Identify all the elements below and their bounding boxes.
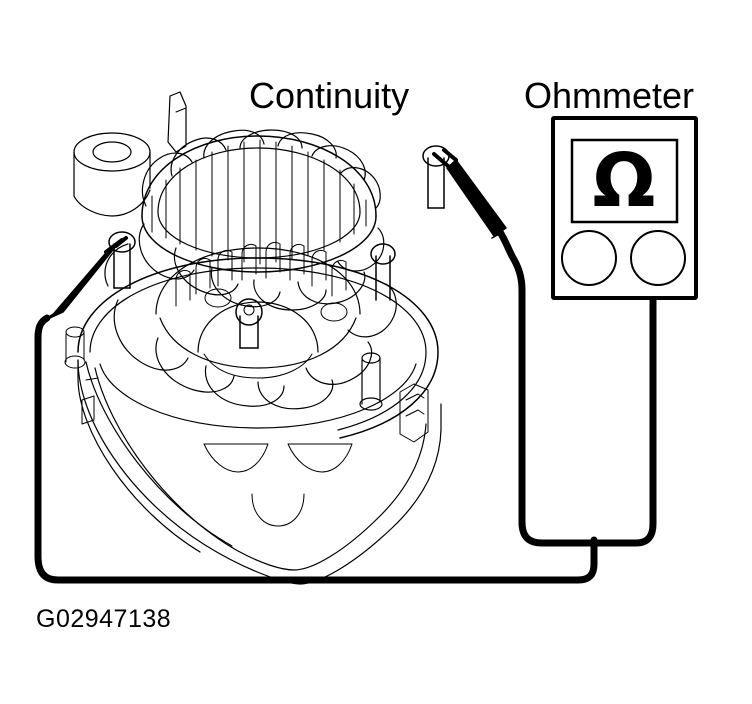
rotor-detail-left: [204, 288, 232, 308]
ohmmeter-label: Ohmmeter: [524, 75, 694, 116]
stator-lead-terminal-left: [108, 231, 136, 289]
wire-right-lead: [496, 228, 657, 547]
test-probe-right[interactable]: [432, 148, 507, 239]
rotor-hub-base: [203, 353, 313, 379]
vent-cutout-1: [203, 443, 269, 473]
continuity-label: Continuity: [249, 75, 409, 116]
probe-right-barrel: [446, 159, 507, 237]
probe-left-tip: [46, 310, 59, 319]
mounting-boss-hole: [92, 141, 132, 163]
housing-upper-rim-inner: [89, 267, 427, 431]
mounting-lug-left: [81, 395, 95, 425]
stator-windings-upper: [141, 129, 381, 209]
housing-upper-rim: [77, 257, 439, 439]
alternator-stator-assembly: [64, 91, 450, 585]
test-probe-left[interactable]: [46, 236, 128, 319]
stator-lamination-slots: [151, 139, 367, 265]
through-bolt-post-left: [64, 326, 86, 369]
wire-left-lead: [34, 314, 598, 584]
mounting-lug-left-line: [85, 377, 99, 381]
probe-right-tip: [491, 231, 504, 239]
mounting-boss-base: [73, 189, 151, 217]
ohmmeter-device[interactable]: Ω: [551, 116, 698, 300]
stator-windings-front: [104, 243, 397, 410]
upper-bracket-edge: [175, 107, 187, 113]
connector-block-detail-2: [405, 409, 425, 417]
stator-lead-terminal-middle: [370, 243, 396, 301]
vent-cutout-3: [251, 493, 305, 527]
meter-display: [570, 138, 679, 224]
figure-code-label: G02947138: [36, 605, 171, 633]
stator-core-outer: [141, 135, 377, 217]
upper-bracket: [167, 91, 187, 153]
probe-left-clip-arm: [104, 238, 124, 254]
ohm-symbol-icon: Ω: [593, 138, 656, 224]
housing-outer-shell: [77, 359, 442, 585]
connector-block-detail-1: [405, 393, 425, 401]
meter-knob-left[interactable]: [561, 230, 617, 286]
rotor-claw-fingers: [175, 241, 347, 307]
housing-front-face: [94, 367, 427, 571]
stator-core-inner-bottom: [157, 211, 361, 259]
test-lead-wires: [34, 228, 657, 584]
connector-block: [399, 383, 429, 443]
vent-cutout-2: [287, 443, 353, 473]
stator-core-inner-top: [157, 147, 361, 213]
rotor-detail-right: [320, 302, 348, 322]
housing-rim-front: [85, 361, 233, 547]
rotor-outer-ring-lower: [159, 317, 357, 369]
center-terminal-post: [235, 298, 263, 349]
probe-right-clip-jaw: [442, 148, 458, 162]
rotor-outer-ring: [155, 247, 361, 315]
meter-knob-right[interactable]: [630, 230, 686, 286]
through-bolt-post-right: [359, 352, 383, 411]
housing-left-flank: [77, 359, 201, 553]
probe-right-clip-arm: [432, 152, 450, 168]
stator-core-lower: [141, 215, 377, 273]
mounting-boss-top-ellipse: [73, 132, 151, 172]
housing-rim-lip: [99, 363, 417, 429]
